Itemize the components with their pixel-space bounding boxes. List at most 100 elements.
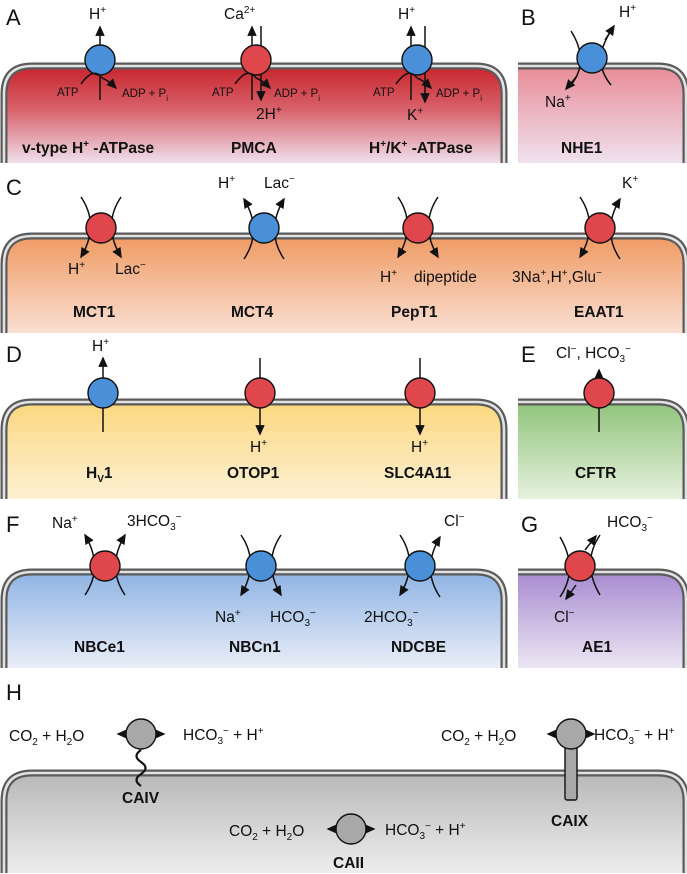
caiv: CO2 + H2O HCO3− + H+ CAIV	[9, 718, 264, 807]
panel-f: F Na+ 3HCO3− NBCe1 Na+ HCO3− NBCn1 Cl− 2…	[0, 512, 508, 668]
cell-body-a	[4, 66, 504, 163]
transporter-name: OTOP1	[227, 465, 280, 482]
cell-body-b	[518, 66, 686, 163]
enzyme-name: CAIX	[551, 813, 589, 830]
cell-body-f	[4, 572, 504, 668]
panel-label-e: E	[521, 342, 536, 367]
ion-label: Ca2+	[224, 5, 255, 23]
channel-circle	[87, 377, 119, 409]
caii: CO2 + H2O HCO3− + H+ CAII	[229, 813, 466, 872]
cell-body-c	[4, 236, 686, 333]
ion-label: Na+	[52, 514, 78, 532]
ion-label: Na+	[215, 608, 241, 626]
transporter-name: MCT1	[73, 304, 116, 321]
atp-label: ATP	[212, 87, 234, 99]
channel-circle	[244, 377, 276, 409]
cftr: Cl−, HCO3− CFTR	[556, 344, 631, 482]
ion-label: HCO3−	[270, 608, 316, 629]
ion-label: H+	[92, 337, 109, 355]
ion-label: K+	[407, 106, 423, 124]
channel-circle	[583, 377, 615, 409]
pump-circle	[401, 44, 433, 76]
panel-label-g: G	[521, 512, 538, 537]
exchanger-circle	[576, 42, 608, 74]
reaction-left: CO2 + H2O	[441, 728, 516, 748]
pmca: Ca2+ ATP ADP + Pi 2H+ PMCA	[212, 5, 320, 157]
otop1: H+ OTOP1	[227, 358, 280, 482]
slc4a11: H+ SLC4A11	[384, 358, 452, 482]
transporter-circle	[402, 212, 434, 244]
atp-label: ATP	[57, 87, 79, 99]
ion-label: 2H+	[256, 105, 282, 123]
cell-body-d	[4, 402, 504, 499]
ion-label: H+	[218, 174, 235, 192]
reaction-right: HCO3− + H+	[594, 726, 675, 747]
enzyme-circle	[555, 718, 587, 750]
ion-label: H+	[380, 268, 397, 286]
panel-h: H CO2 + H2O HCO3− + H+ CAIV CO2 + H2O HC…	[0, 680, 687, 873]
atp-label: ATP	[373, 87, 395, 99]
ion-label: H+	[250, 438, 267, 456]
panel-label-c: C	[6, 175, 22, 200]
panel-e: E Cl−, HCO3− CFTR	[518, 342, 687, 499]
reaction-left: CO2 + H2O	[229, 823, 304, 843]
panel-d: D H+ HV1 H+ OTOP1 H+ SLC4A11	[0, 337, 508, 499]
ion-label: H+	[411, 438, 428, 456]
ion-label: H+	[68, 260, 85, 278]
transporter-circle	[245, 550, 277, 582]
ion-label: 3Na+,H+,Glu−	[512, 268, 602, 286]
nhe1: H+ Na+ NHE1	[545, 3, 636, 157]
transporter-name: PepT1	[391, 304, 438, 321]
exchanger-circle	[564, 550, 596, 582]
ion-label: K+	[622, 174, 638, 192]
hv1: H+ HV1	[86, 337, 119, 485]
ion-label: Na+	[545, 93, 571, 111]
adp-label: ADP + Pi	[274, 88, 320, 103]
panel-label-d: D	[6, 342, 22, 367]
ion-label: HCO3−	[607, 513, 653, 534]
transporter-name: NHE1	[561, 140, 603, 157]
nbcn1: Na+ HCO3− NBCn1	[215, 534, 316, 656]
panel-b: B H+ Na+ NHE1	[518, 3, 687, 163]
transporter-circle	[85, 212, 117, 244]
ion-label: Cl−, HCO3−	[556, 344, 631, 365]
ion-label: dipeptide	[414, 269, 477, 286]
mct1: H+ Lac− MCT1	[68, 196, 146, 321]
ion-label: Cl−	[444, 512, 465, 530]
caix: CO2 + H2O HCO3− + H+ CAIX	[441, 718, 675, 830]
transporter-name: SLC4A11	[384, 465, 452, 482]
reaction-right: HCO3− + H+	[385, 821, 466, 842]
transporter-circle	[89, 550, 121, 582]
ae1: HCO3− Cl− AE1	[554, 513, 653, 656]
proton-pump-circle	[84, 44, 116, 76]
enzyme-circle	[125, 718, 157, 750]
transporter-name: EAAT1	[574, 304, 624, 321]
reaction-left: CO2 + H2O	[9, 728, 84, 748]
panel-c: C H+ Lac− MCT1 H+ Lac− MCT4 H+ dipeptide	[0, 174, 687, 333]
enzyme-circle	[335, 813, 367, 845]
transporter-name: CFTR	[575, 465, 616, 482]
ion-label: Lac−	[115, 260, 146, 278]
adp-label: ADP + Pi	[436, 88, 482, 103]
transporter-name: MCT4	[231, 304, 274, 321]
pump-circle	[240, 44, 272, 76]
enzyme-name: CAIV	[122, 790, 160, 807]
transporter-name: NDCBE	[391, 639, 446, 656]
eaat1: K+ 3Na+,H+,Glu− EAAT1	[512, 174, 638, 321]
transporter-name: AE1	[582, 639, 613, 656]
transporter-circle	[248, 212, 280, 244]
hk-atpase: H+ ATP ADP + Pi K+ H+/K+ -ATPase	[369, 5, 482, 157]
reaction-right: HCO3− + H+	[183, 726, 264, 747]
ion-label: Lac−	[264, 174, 295, 192]
ndcbe: Cl− 2HCO3− NDCBE	[364, 512, 465, 656]
transporter-name: HV1	[86, 465, 113, 485]
ion-label: 2HCO3−	[364, 608, 419, 629]
ion-label: H+	[89, 5, 106, 23]
transporter-name: PMCA	[231, 140, 277, 157]
transporter-name: v-type H+ -ATPase	[22, 139, 155, 157]
adp-label: ADP + Pi	[122, 88, 168, 103]
ion-label: H+	[619, 3, 636, 21]
transporter-name: H+/K+ -ATPase	[369, 139, 473, 157]
panel-label-b: B	[521, 5, 536, 30]
transporter-circle	[404, 550, 436, 582]
